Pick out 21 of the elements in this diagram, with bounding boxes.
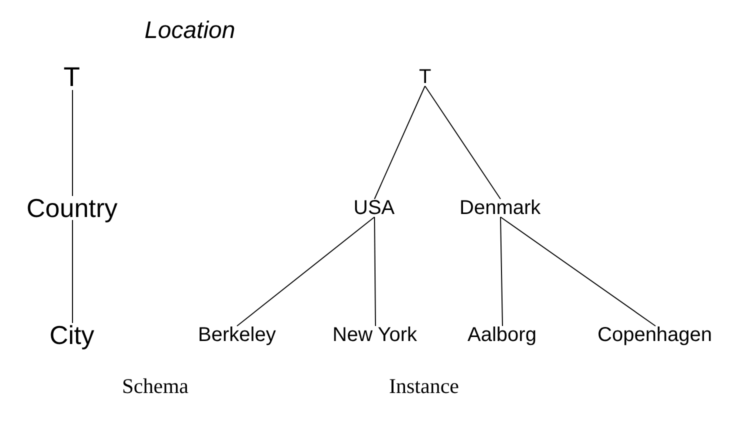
tree-node-label: Aalborg <box>468 325 536 345</box>
tree-node-label: City <box>50 322 94 348</box>
tree-node-label: T <box>64 64 80 90</box>
tree-edge <box>500 216 656 326</box>
tree-edge <box>72 220 73 324</box>
tree-edge <box>374 86 426 200</box>
tree-node-label: Country <box>26 195 118 221</box>
tree-edge <box>500 216 503 326</box>
tree-node-label: New York <box>332 325 417 345</box>
tree-node-label: USA <box>354 198 395 218</box>
tree-node-label: Copenhagen <box>598 325 712 345</box>
caption-label: Schema <box>122 376 188 396</box>
tree-node-label: Berkeley <box>198 325 276 345</box>
tree-node-label: Denmark <box>460 198 541 218</box>
tree-edge <box>424 86 501 200</box>
tree-node-label: T <box>419 67 432 87</box>
tree-edge <box>374 216 376 326</box>
diagram-title: Location <box>144 19 236 43</box>
tree-edge <box>72 90 73 196</box>
tree-edge <box>236 216 375 326</box>
caption-label: Instance <box>389 376 459 396</box>
